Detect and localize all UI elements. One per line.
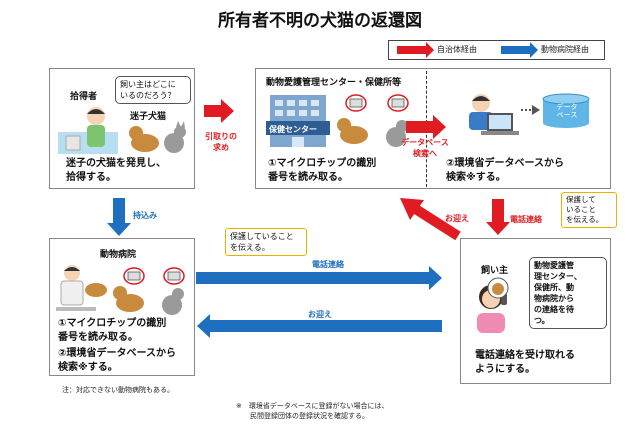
footnote: ※ 環境省データベースに登録がない場合には、 民間登録団体の登録状況を確認する。 — [236, 402, 389, 420]
finder-box: 拾得者 飼い主はどこに いるのだろう？ 迷子犬猫 迷子の犬猫を発見し、 拾得する… — [49, 68, 195, 189]
owner-heading: 飼い主 — [481, 266, 509, 276]
database-icon — [542, 93, 590, 128]
owner-caption: 電話連絡を受け取れる ようにする。 — [475, 350, 575, 375]
legend-red-arrow — [397, 42, 434, 58]
database-icon-label: データ ベース — [556, 103, 578, 119]
page-title: 所有者不明の犬猫の返還図 — [218, 11, 422, 31]
finder-heading: 拾得者 — [70, 92, 98, 102]
connection-dots — [521, 109, 531, 111]
legend-blue-label: 動物病院経由 — [541, 45, 589, 54]
lost-dog-cat-icon — [129, 121, 186, 153]
database-search-label: データベース 検索へ — [401, 138, 449, 158]
pickup-1-label: お迎え — [308, 310, 332, 319]
bring-in-arrow — [107, 198, 131, 236]
computer-operator-icon — [469, 94, 519, 135]
phone-contact-1-label: 電話連絡 — [312, 260, 344, 269]
bring-in-label: 持込み — [133, 211, 157, 220]
microchip-scan-dog-cat-icon — [337, 94, 409, 147]
finder-person-icon — [58, 107, 118, 154]
transfer-arrow — [204, 99, 234, 123]
owner-thought-bubble: 動物愛護管 理センター、 保健所、動 物病院から の連絡を待 つ。 — [529, 257, 607, 329]
center-heading: 動物愛護管理センター・保健所等 — [266, 78, 402, 88]
legend-blue-arrow — [501, 42, 538, 58]
center-step2: ②環境省データベースから 検索※する。 — [446, 158, 564, 183]
veterinarian-icon — [56, 265, 96, 311]
lost-pet-label: 迷子犬猫 — [130, 112, 167, 122]
finder-thought-bubble: 飼い主はどこに いるのだろう？ — [115, 76, 191, 104]
connection-arrowhead-icon — [532, 105, 540, 115]
hospital-step2: ②環境省データベースから 検索※する。 — [58, 348, 176, 373]
phone-contact-down-arrow — [486, 199, 510, 235]
owner-dog-thought-icon — [487, 277, 509, 299]
building-sign: 保健センター — [269, 125, 317, 134]
patient-dog-icon — [85, 283, 107, 297]
hospital-box: 動物病院 ①マイクロチップの識別 番号を読み取る。 ②環境省データベースから 検… — [49, 238, 195, 376]
hospital-heading: 動物病院 — [100, 250, 137, 260]
hospital-note: 注：対応できない動物病院もある。 — [62, 386, 174, 394]
center-bubble: 保護して いること を伝える。 — [561, 192, 617, 228]
pickup-left-arrow — [197, 314, 442, 338]
finder-caption: 迷子の犬猫を発見し、 拾得する。 — [66, 158, 166, 183]
microchip-scan-dog-cat-icon — [113, 267, 185, 315]
health-center-building-icon — [266, 95, 330, 147]
hospital-bubble: 保護していること を伝える。 — [225, 228, 307, 256]
phone-contact-right-arrow — [196, 266, 442, 290]
legend: 自治体経由 動物病院経由 — [388, 40, 605, 60]
phone-contact-2-label: 電話連絡 — [510, 215, 542, 224]
owner-box: 飼い主 動物愛護管 理センター、 保健所、動 物病院から の連絡を待 つ。 電話… — [460, 238, 611, 384]
hospital-step1: ①マイクロチップの識別 番号を読み取る。 — [58, 318, 167, 343]
database-search-arrow — [406, 115, 446, 139]
legend-red-label: 自治体経由 — [437, 45, 477, 54]
pickup-diagonal-arrow — [400, 198, 461, 240]
transfer-label: 引取りの 求め — [205, 132, 237, 152]
center-step1: ①マイクロチップの識別 番号を読み取る。 — [268, 158, 377, 183]
center-box: 動物愛護管理センター・保健所等 保健センター ①マイクロチップの識別 番号を読み… — [255, 68, 611, 189]
pickup-2-label: お迎え — [445, 214, 469, 223]
